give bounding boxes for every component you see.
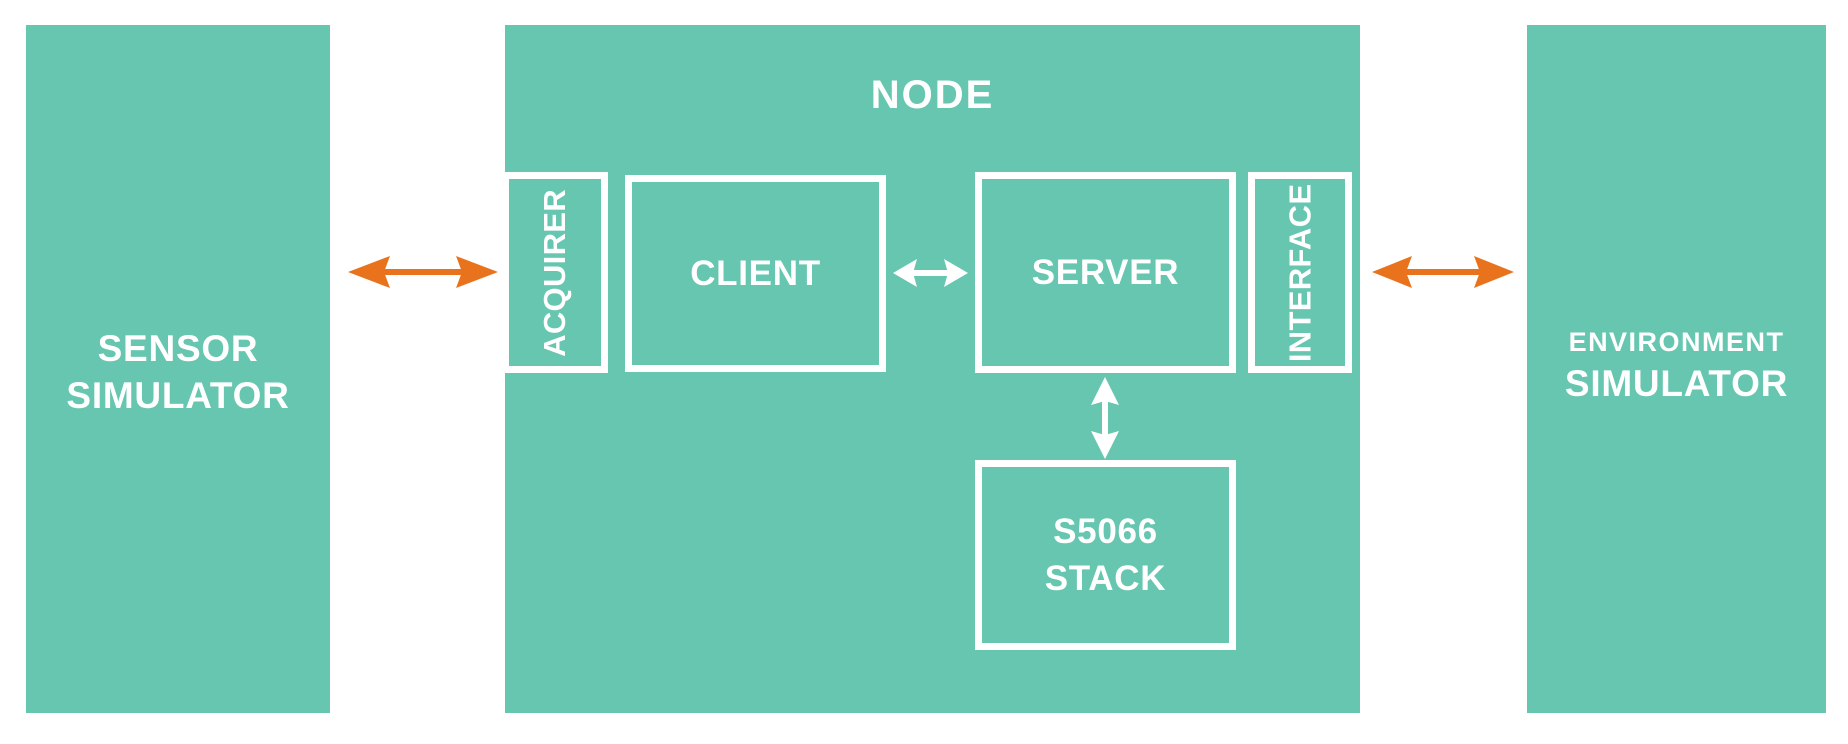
- client-to-server-arrow-icon: [893, 253, 968, 293]
- sensor-simulator-panel: SENSOR SIMULATOR: [26, 25, 330, 713]
- s5066-stack-line-2: STACK: [1044, 559, 1167, 598]
- acquirer-label: ACQUIRER: [537, 188, 573, 357]
- environment-simulator-line-2: SIMULATOR: [1564, 362, 1789, 404]
- server-label: SERVER: [1031, 252, 1180, 292]
- node-panel: NODE ACQUIRER CLIENT SERVER INTERFAC: [502, 25, 1360, 713]
- server-to-stack-arrow-icon: [1083, 377, 1127, 459]
- acquirer-block[interactable]: ACQUIRER: [502, 172, 608, 373]
- sensor-simulator-line-1: SENSOR: [97, 328, 259, 369]
- interface-block[interactable]: INTERFACE: [1248, 172, 1352, 373]
- environment-simulator-label: ENVIRONMENT SIMULATOR: [1527, 325, 1826, 407]
- client-label: CLIENT: [690, 253, 821, 293]
- sensor-simulator-label: SENSOR SIMULATOR: [26, 325, 330, 420]
- s5066-stack-line-1: S5066: [1053, 511, 1158, 551]
- client-block[interactable]: CLIENT: [625, 175, 886, 372]
- interface-to-environment-arrow-icon: [1372, 250, 1514, 294]
- s5066-stack-label: S5066 STACK: [1045, 508, 1166, 603]
- environment-simulator-line-1: ENVIRONMENT: [1568, 327, 1785, 357]
- interface-label: INTERFACE: [1282, 183, 1318, 362]
- s5066-stack-block[interactable]: S5066 STACK: [975, 460, 1236, 650]
- sensor-to-acquirer-arrow-icon: [348, 250, 498, 294]
- environment-simulator-panel: ENVIRONMENT SIMULATOR: [1527, 25, 1826, 713]
- server-block[interactable]: SERVER: [975, 172, 1236, 373]
- sensor-simulator-line-2: SIMULATOR: [66, 375, 290, 417]
- node-title: NODE: [870, 73, 995, 117]
